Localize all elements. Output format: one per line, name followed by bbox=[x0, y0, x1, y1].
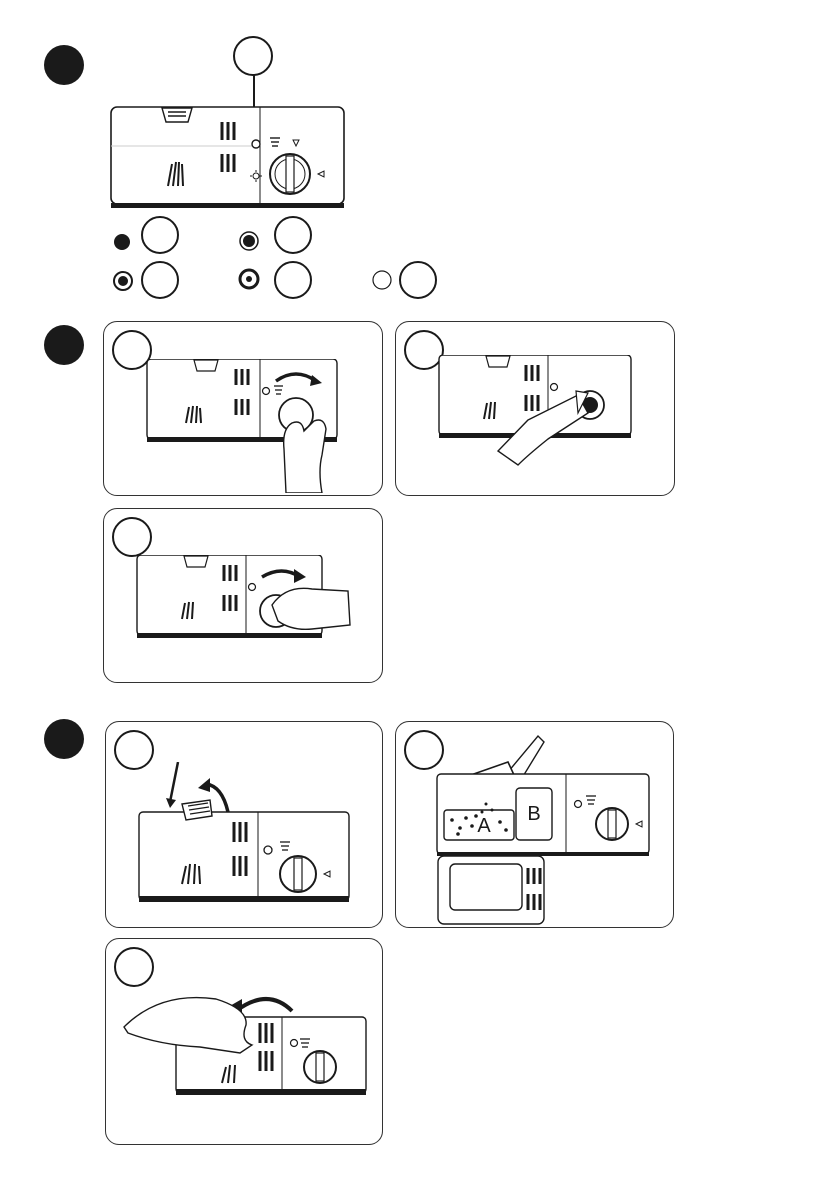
step-panel-2a bbox=[103, 321, 383, 496]
indicator-filled-dot bbox=[112, 232, 132, 252]
dispenser-turn-dial-open bbox=[146, 359, 346, 493]
indicator-callout-3 bbox=[141, 261, 179, 299]
step-panel-3c bbox=[105, 938, 383, 1145]
step-panel-2b bbox=[395, 321, 675, 496]
dispenser-pour-bottle bbox=[438, 355, 638, 485]
step-circle bbox=[112, 517, 152, 557]
indicator-callout-4 bbox=[274, 261, 312, 299]
indicator-callout-2 bbox=[274, 216, 312, 254]
compartment-a-label: A bbox=[477, 815, 491, 837]
callout-circle bbox=[233, 36, 273, 76]
step-circle bbox=[114, 947, 154, 987]
indicator-ring-dot bbox=[112, 270, 134, 292]
section-2-marker bbox=[44, 325, 84, 365]
dispenser-turn-dial-close bbox=[136, 555, 356, 645]
dispenser-panel-overview bbox=[110, 106, 346, 210]
section-1-marker bbox=[44, 45, 84, 85]
dispenser-fill-compartment: A B bbox=[436, 732, 666, 927]
indicator-callout-5 bbox=[399, 261, 437, 299]
step-panel-3b: A B bbox=[395, 721, 674, 928]
indicator-callout-1 bbox=[141, 216, 179, 254]
dispenser-press-latch bbox=[138, 762, 356, 904]
indicator-empty-ring bbox=[371, 269, 393, 291]
dispenser-close-lid bbox=[120, 987, 380, 1097]
step-panel-2c bbox=[103, 508, 383, 683]
indicator-filled-dot-ring bbox=[238, 230, 260, 252]
compartment-b-label: B bbox=[527, 803, 540, 825]
step-panel-3a bbox=[105, 721, 383, 928]
indicator-bullseye bbox=[238, 268, 260, 290]
section-3-marker bbox=[44, 719, 84, 759]
